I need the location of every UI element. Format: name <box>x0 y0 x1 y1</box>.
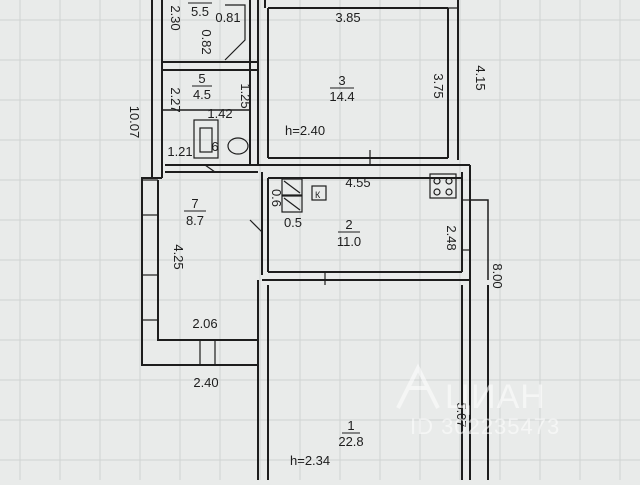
dim-room2-depth: 2.48 <box>444 225 459 250</box>
room-2-number: 2 <box>345 217 352 232</box>
watermark-id: ID 302235473 <box>410 414 560 439</box>
dim-room7-width: 2.06 <box>192 316 217 331</box>
dim-passage-06: 0.6 <box>269 189 284 207</box>
walls <box>141 0 489 480</box>
room-3-number: 3 <box>338 73 345 88</box>
ceiling-height-bottom: h=2.34 <box>290 453 330 468</box>
watermark: ЦИАН ID 302235473 <box>396 363 560 439</box>
dim-room1-depth: 5.07 <box>454 402 469 427</box>
dim-room2-width: 4.55 <box>345 175 370 190</box>
cooktop-icon <box>429 173 457 199</box>
dim-room3-depth: 3.75 <box>431 73 446 98</box>
dim-125: 1.25 <box>238 83 253 108</box>
dimension-labels: 3.85 3.75 4.15 10.07 8.00 4.55 2.48 0.6 … <box>127 5 505 427</box>
stair-icon <box>224 4 246 61</box>
bathtub-icon <box>193 119 219 159</box>
room-6-number: 6 <box>211 139 218 154</box>
cian-logo-icon <box>396 363 440 409</box>
watermark-brand: ЦИАН <box>445 378 546 416</box>
dim-142: 1.42 <box>207 106 232 121</box>
room-top-area: 5.5 <box>191 4 209 19</box>
dim-room3-width: 3.85 <box>335 10 360 25</box>
boiler-top-icon <box>281 178 303 196</box>
room-7-area: 8.7 <box>186 213 204 228</box>
dim-082: 0.82 <box>199 29 214 54</box>
dim-passage-05: 0.5 <box>284 215 302 230</box>
dim-outer-right-top: 4.15 <box>473 65 488 90</box>
stove-mark: К <box>315 190 321 200</box>
dim-outer-bottom-left: 2.40 <box>193 375 218 390</box>
stove-box-icon <box>311 185 327 201</box>
room-7-number: 7 <box>191 196 198 211</box>
boiler-bottom-icon <box>281 195 303 213</box>
room-1-number: 1 <box>347 418 354 433</box>
dim-room7-depth: 4.25 <box>171 244 186 269</box>
kitchen-fixtures <box>281 173 457 213</box>
room-5-number: 5 <box>198 71 205 86</box>
ceiling-height-top: h=2.40 <box>285 123 325 138</box>
room-3-area: 14.4 <box>329 89 354 104</box>
window-marks <box>142 7 470 365</box>
room-labels: 1 22.8 2 11.0 3 14.4 5 4.5 5.5 6 7 8.7 <box>184 2 364 449</box>
bathroom-fixtures <box>193 4 249 159</box>
dim-outer-left: 10.07 <box>127 106 142 139</box>
room-2-area: 11.0 <box>337 234 361 249</box>
room-5-area: 4.5 <box>193 87 211 102</box>
bathtub-inner-icon <box>199 127 213 153</box>
dim-outer-right: 8.00 <box>490 263 505 288</box>
room-1-area: 22.8 <box>338 434 363 449</box>
sink-icon <box>227 137 249 155</box>
dim-227: 2.27 <box>168 87 183 112</box>
dim-230: 2.30 <box>168 5 183 30</box>
dim-081: 0.81 <box>215 10 240 25</box>
dim-121: 1.21 <box>167 144 192 159</box>
